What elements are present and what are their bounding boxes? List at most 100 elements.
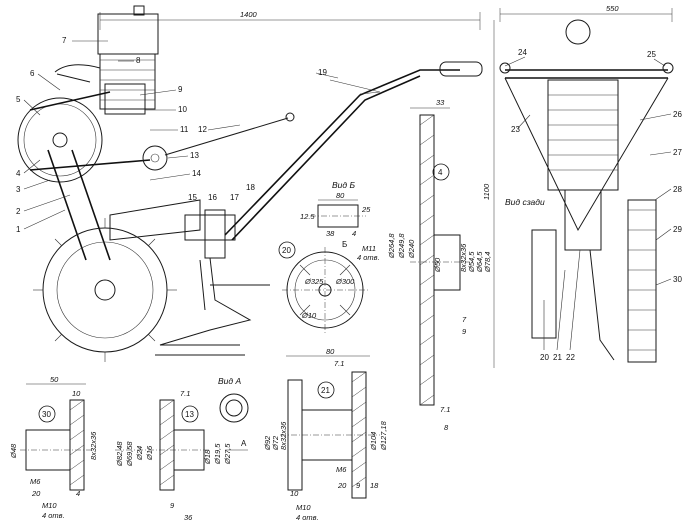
detail-4-marker <box>432 163 450 181</box>
part-label-23: 23 <box>511 125 520 134</box>
view-b-h2: 25 <box>361 205 371 214</box>
gearbox-rear <box>564 189 602 251</box>
engine-fins <box>100 59 155 101</box>
grip-left <box>499 62 511 74</box>
rear-height-label: 1100 <box>482 183 491 200</box>
plough-rear <box>589 249 615 361</box>
d4-dia-1: Ø249,8 <box>397 233 406 259</box>
part-label-9: 9 <box>178 85 183 94</box>
marker-b: Б <box>342 240 347 249</box>
d4-dia-6: Ø64,5 <box>475 251 484 273</box>
part-callouts-rear: 20 21 22 23 24 25 26 27 28 29 30 <box>504 48 682 362</box>
main-side-view: 1400 <box>16 5 483 362</box>
chain-drive-2 <box>47 149 87 261</box>
part-label-7: 7 <box>62 36 67 45</box>
d30-m10-count: 4 отв. <box>42 511 65 520</box>
part-label-21: 21 <box>553 353 562 362</box>
d4-dia-3: Ø50 <box>433 257 442 273</box>
view-b-title: Вид Б <box>332 180 355 190</box>
d4-dia-5: Ø54,5 <box>467 251 476 273</box>
d30-b1: 20 <box>31 489 41 498</box>
d21-dia-4: Ø127,18 <box>379 420 388 451</box>
part-label-26: 26 <box>673 110 682 119</box>
d21-hatch <box>351 371 367 488</box>
d4-diameter-labels: Ø264,8 Ø249,8 Ø240 Ø50 8x32x36 Ø54,5 Ø64… <box>387 233 492 273</box>
d13-b2: 36 <box>184 513 193 522</box>
d13-dia-4: Ø18 <box>203 449 212 465</box>
d21-b4: 18 <box>370 481 379 490</box>
d21-m10-count: 4 отв. <box>296 513 319 522</box>
frame-bracket <box>184 214 236 241</box>
detail-13-marker <box>181 405 199 423</box>
d21-dia-3: Ø104 <box>369 432 378 451</box>
overall-length-label: 1400 <box>240 10 258 19</box>
detail-13: 13 7.1 Ø82,48 Ø69,58 Ø24 Ø16 Ø18 Ø19,5 Ø… <box>115 389 232 522</box>
disc-d10: Ø10 <box>301 311 317 320</box>
part-label-2: 2 <box>16 207 21 216</box>
d13-dia-0: Ø82,48 <box>115 441 124 467</box>
detail-20-marker <box>278 241 296 259</box>
d4-dia-2: Ø240 <box>407 239 416 259</box>
detail-4: 4 33 Ø264,8 Ø249,8 Ø240 Ø50 8x32x36 Ø54,… <box>387 98 492 432</box>
part-label-18: 18 <box>246 183 255 192</box>
part-label-17: 17 <box>230 193 239 202</box>
d4-hatch <box>419 114 435 406</box>
m11-count: 4 отв. <box>357 253 380 262</box>
control-lever <box>329 79 381 95</box>
d13-dia-2: Ø24 <box>135 446 144 461</box>
d21-m6: M6 <box>336 465 347 474</box>
wheel-hub <box>94 279 116 301</box>
d13-dia-5: Ø19,5 <box>213 443 222 465</box>
d30-m6: M6 <box>30 477 41 486</box>
detail-30-marker <box>38 405 56 423</box>
part-label-20: 20 <box>540 353 549 362</box>
part-label-19: 19 <box>318 68 327 77</box>
detail-20-label: 20 <box>282 246 291 255</box>
d30-m10: M10 <box>42 501 57 510</box>
part-label-6: 6 <box>30 69 35 78</box>
part-label-22: 22 <box>566 353 575 362</box>
d4-w1: 7 <box>462 315 467 324</box>
d30-width: 50 <box>50 375 59 384</box>
part-label-3: 3 <box>16 185 21 194</box>
handle-grip <box>439 61 483 77</box>
part-label-12: 12 <box>198 125 207 134</box>
part-label-4: 4 <box>16 169 21 178</box>
right-wheel <box>627 199 657 363</box>
part-label-15: 15 <box>188 193 197 202</box>
part-label-27: 27 <box>673 148 682 157</box>
detail-21-marker <box>317 381 335 399</box>
exhaust-pipe <box>54 64 101 73</box>
d21-diameter-labels: Ø92 Ø72 8x32x36 Ø104 Ø127,18 <box>263 420 388 451</box>
exhaust-pipe-lower <box>56 73 91 83</box>
part-label-14: 14 <box>192 169 201 178</box>
drive-pulley <box>17 97 103 183</box>
small-pulley <box>142 145 168 171</box>
view-a-title: Вид А <box>218 376 241 386</box>
d21-dia-1: Ø72 <box>271 435 280 451</box>
lever-knob <box>285 112 295 122</box>
part-label-5: 5 <box>16 95 21 104</box>
d13-dia-6: Ø27,5 <box>223 443 232 465</box>
d4-top: 33 <box>436 98 445 107</box>
wheel-lugs <box>33 218 177 362</box>
plough-stem <box>199 259 206 311</box>
part-label-25: 25 <box>647 50 656 59</box>
lever-rod <box>164 117 289 156</box>
d21-dia-2: 8x32x36 <box>279 421 288 450</box>
detail-20: 20 Б M11 4 отв. Ø325 Ø300 Ø10 <box>278 240 380 333</box>
part-label-11: 11 <box>180 125 189 134</box>
d13-diameter-labels: Ø82,48 Ø69,58 Ø24 Ø16 Ø18 Ø19,5 Ø27,5 <box>115 441 232 467</box>
engine-rear <box>547 79 619 191</box>
d21-dia-0: Ø92 <box>263 435 272 451</box>
view-b-section: Вид Б 80 12.5 25 38 4 <box>300 180 371 238</box>
handle-frame <box>504 77 669 232</box>
part-label-1: 1 <box>16 225 21 234</box>
d13-w1: 7.1 <box>180 389 190 398</box>
disc-slots <box>299 264 351 316</box>
fuel-tank-rear <box>565 19 591 45</box>
detail-21-label: 21 <box>321 386 330 395</box>
d4-dia-7: Ø78,4 <box>483 252 492 273</box>
d30-dia-0: Ø48 <box>9 443 18 459</box>
